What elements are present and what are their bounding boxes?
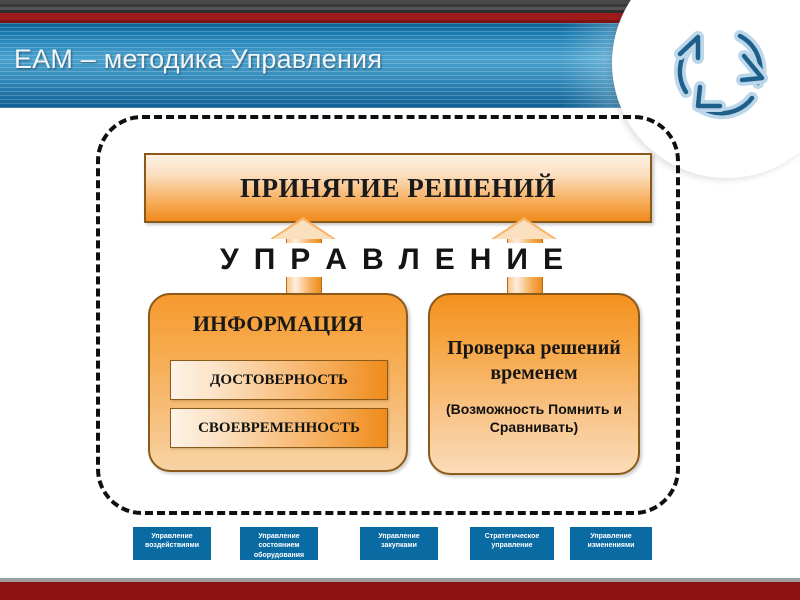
management-letter: Р (287, 243, 323, 277)
top-stripe-red-dark (0, 20, 800, 23)
top-stripe-red (0, 13, 800, 20)
verification-panel-title: Проверка решений временем (447, 336, 621, 384)
arrow-right-head-inner (494, 220, 554, 239)
ribbon-label: Управление закупками (378, 533, 420, 550)
information-item-label: СВОЕВРЕМЕННОСТЬ (198, 419, 360, 436)
management-letter: А (322, 243, 359, 277)
ribbon-item[interactable]: Управление закупками (360, 527, 438, 560)
bottom-stripe-red (0, 582, 800, 600)
management-letter: П (250, 243, 288, 277)
ribbon-item[interactable]: Управление воздействиями (133, 527, 211, 560)
management-letter: В (358, 243, 396, 277)
arrow-left-head-inner (273, 220, 333, 239)
top-stripe-gray-1 (0, 0, 800, 4)
cycle-arrows-logo (648, 6, 794, 128)
ribbon-label: Управление изменениями (587, 533, 635, 550)
management-letter: И (503, 243, 540, 277)
decision-box[interactable]: ПРИНЯТИЕ РЕШЕНИЙ (144, 153, 652, 223)
verification-panel-subtitle: (Возможность Помнить и Сравнивать) (446, 400, 622, 435)
verification-panel[interactable]: Проверка решений временем (Возможность П… (428, 293, 640, 475)
management-letter: У (217, 243, 251, 277)
decision-box-label: ПРИНЯТИЕ РЕШЕНИЙ (240, 172, 556, 203)
ribbon-label: Управление состоянием оборудования (253, 533, 305, 559)
dashed-container (96, 115, 680, 515)
ribbon-item[interactable]: Управление изменениями (570, 527, 652, 560)
page-title: EAM – методика Управления (14, 44, 383, 74)
management-letter: Е (431, 243, 467, 277)
management-letter: Л (395, 243, 432, 277)
information-item-timeliness[interactable]: СВОЕВРЕМЕННОСТЬ (170, 408, 388, 448)
information-item-reliability[interactable]: ДОСТОВЕРНОСТЬ (170, 360, 388, 400)
management-word: У П Р А В Л Е Н И Е (144, 241, 648, 279)
management-letter: Е (539, 243, 575, 277)
top-stripe-gray-3 (0, 7, 800, 10)
ribbon-label: Управление воздействиями (144, 533, 199, 550)
ribbon-item[interactable]: Стратегическое управление (470, 527, 554, 560)
ribbon-item[interactable]: Управление состоянием оборудования (240, 527, 318, 560)
top-stripe-dark (0, 10, 800, 13)
bottom-stripe-gray (0, 578, 800, 582)
top-stripe-gray-2 (0, 4, 800, 7)
ribbon-label: Стратегическое управление (484, 533, 540, 550)
information-panel[interactable]: ИНФОРМАЦИЯ ДОСТОВЕРНОСТЬ СВОЕВРЕМЕННОСТЬ (148, 293, 408, 472)
management-letter: Н (466, 243, 504, 277)
information-panel-title: ИНФОРМАЦИЯ (192, 311, 364, 336)
information-item-label: ДОСТОВЕРНОСТЬ (210, 371, 348, 388)
